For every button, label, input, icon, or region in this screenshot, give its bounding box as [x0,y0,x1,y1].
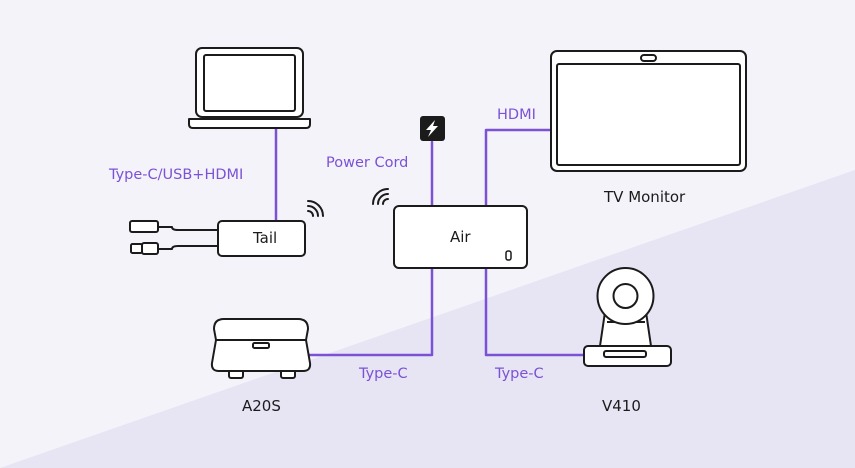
air-label: Air [450,228,471,246]
a20s-device-icon [210,318,312,379]
connection-label-hdmi: HDMI [497,107,536,123]
tv-monitor-icon [550,50,747,172]
laptop-icon [188,47,311,129]
background-shade [0,170,855,468]
tail-dongle-icon [129,220,306,257]
connection-label-type-c-v410: Type-C [495,366,544,382]
connection-label-type-c-usb-hdmi: Type-C/USB+HDMI [109,167,244,183]
tv-monitor-label: TV Monitor [604,188,686,206]
tail-wifi-icon [307,200,324,217]
v410-label: V410 [602,397,641,415]
lightning-bolt-icon [420,116,445,141]
air-hub-icon [393,205,528,269]
v410-camera-icon [583,267,672,367]
a20s-line [303,266,434,357]
tail-label: Tail [253,229,278,247]
connection-label-power-cord: Power Cord [326,155,409,171]
connection-label-type-c-a20s: Type-C [359,366,408,382]
air-wifi-icon [372,188,389,205]
a20s-label: A20S [242,397,281,415]
v410-line [484,266,586,357]
hdmi-line [484,128,555,208]
